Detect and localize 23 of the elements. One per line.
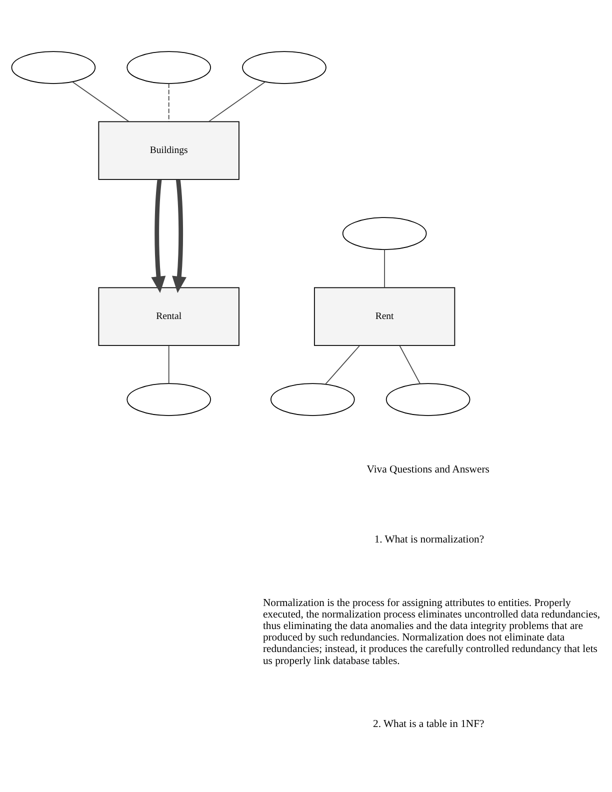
node-box: Buildings — [98, 121, 240, 180]
connector — [208, 81, 266, 122]
label: Normalization is the process for assigning attributes to entities. Properly executed, the normalization process eliminates uncontrolled data redundancies, thus eliminating the data anomalies and the data integrity problems that are produced by such redundancies. Normalization does not eliminate data redundancies; instead, it produces the carefully controlled redundancy that lets us properly link database tables. — [262, 598, 600, 667]
node-ellipse — [342, 217, 427, 250]
node-ellipse — [242, 51, 326, 84]
label: 1. What is normalization? — [374, 534, 484, 546]
label: 2. What is a table in 1NF? — [373, 719, 484, 730]
arrow — [172, 179, 186, 294]
node-box: Rent — [314, 287, 456, 346]
node-ellipse — [270, 383, 355, 416]
node-box: Rental — [98, 287, 240, 346]
connector — [72, 81, 130, 122]
node-ellipse — [126, 383, 211, 416]
label: Viva Questions and Answers — [366, 464, 490, 476]
connector — [399, 345, 421, 384]
connector — [168, 345, 170, 384]
connector — [384, 249, 385, 288]
node-ellipse — [11, 51, 96, 84]
connector — [168, 83, 170, 122]
arrow — [151, 179, 166, 294]
node-ellipse — [386, 383, 470, 416]
connector — [325, 345, 360, 385]
node-ellipse — [126, 51, 211, 84]
